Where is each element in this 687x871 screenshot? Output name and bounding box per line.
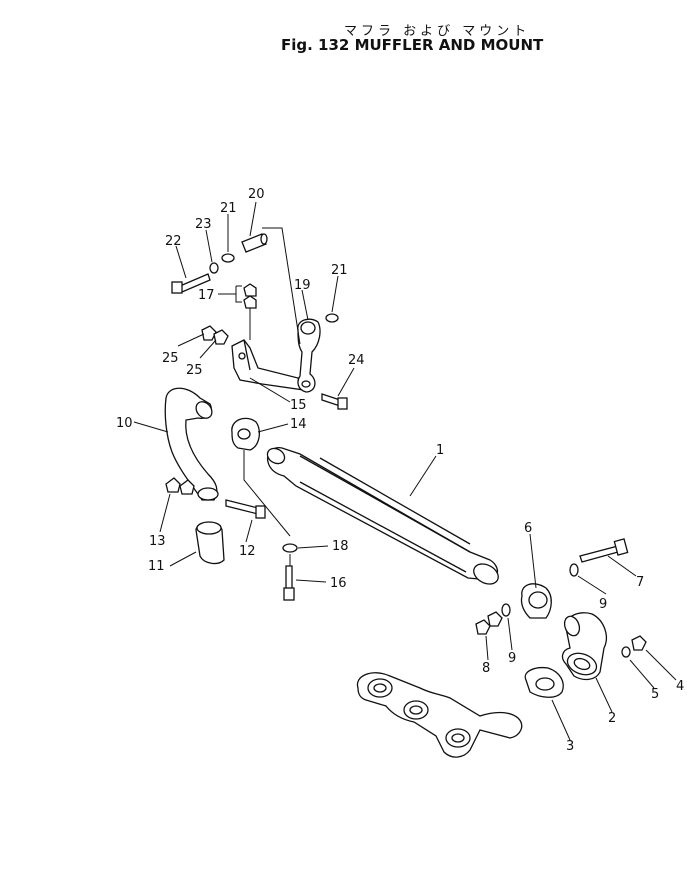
washer-21b	[325, 313, 339, 323]
callout-4: 4	[676, 679, 684, 694]
tail-pipe	[164, 387, 219, 501]
spacer	[241, 233, 268, 253]
callout-9a: 9	[599, 597, 607, 612]
callout-6: 6	[524, 521, 532, 536]
callout-labels: 1 2 3 4 5 6 7 8 9 9 10 11 12 13 14 15 16…	[116, 187, 684, 754]
title-japanese: マフラ および マウント	[344, 24, 531, 39]
nuts-17	[243, 283, 257, 309]
washer-21a	[221, 253, 235, 263]
callout-13: 13	[149, 534, 166, 549]
callout-3: 3	[566, 739, 574, 754]
bolt-24	[321, 393, 348, 410]
bolt-12	[225, 499, 266, 519]
washer-5	[621, 646, 631, 658]
callout-9b: 9	[508, 651, 516, 666]
hanger	[297, 318, 321, 393]
elbow-pipe	[561, 612, 607, 681]
callout-21a: 21	[220, 201, 237, 216]
callout-18: 18	[332, 539, 349, 554]
gasket	[524, 666, 564, 698]
callout-7: 7	[636, 575, 644, 590]
callout-22: 22	[165, 234, 182, 249]
callout-10: 10	[116, 416, 133, 431]
bolt-7	[579, 538, 629, 563]
nuts-8	[475, 611, 503, 635]
leader-lines	[133, 201, 677, 741]
callout-5: 5	[651, 687, 659, 702]
nuts-13	[165, 477, 195, 495]
callout-1: 1	[436, 443, 444, 458]
callout-25a: 25	[162, 351, 179, 366]
callout-23: 23	[195, 217, 212, 232]
bolt-22	[171, 273, 211, 294]
figure-title: Fig. 132 MUFFLER AND MOUNT	[281, 36, 544, 54]
bolt-16	[283, 565, 295, 601]
callout-17: 17	[198, 288, 215, 303]
callout-19: 19	[294, 278, 311, 293]
callout-15: 15	[290, 398, 307, 413]
nuts-25	[201, 325, 229, 345]
callout-20: 20	[248, 187, 265, 202]
clamp	[520, 583, 552, 619]
washer-18	[282, 543, 298, 553]
exhaust-manifold	[356, 672, 523, 758]
muffler	[266, 447, 499, 585]
lockwasher-23	[209, 262, 219, 274]
callout-24: 24	[348, 353, 365, 368]
callout-2: 2	[608, 711, 616, 726]
rubber-mount	[231, 417, 261, 451]
short-pipe	[195, 521, 225, 565]
callout-12: 12	[239, 544, 256, 559]
callout-14: 14	[290, 417, 307, 432]
assembly-lines	[243, 227, 301, 566]
callout-16: 16	[330, 576, 347, 591]
washer-9b	[501, 603, 511, 617]
nut-4	[631, 635, 647, 651]
callout-25b: 25	[186, 363, 203, 378]
callout-21b: 21	[331, 263, 348, 278]
bracket	[231, 339, 306, 391]
callout-11: 11	[148, 559, 165, 574]
washer-9a	[569, 563, 579, 577]
callout-8: 8	[482, 661, 490, 676]
